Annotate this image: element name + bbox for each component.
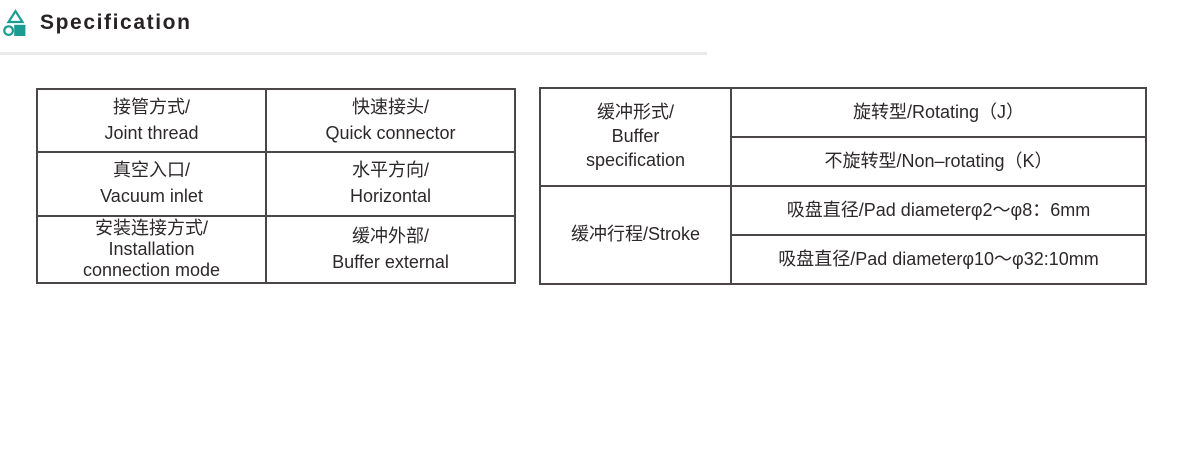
param-en: specification	[585, 149, 686, 170]
shapes-icon	[3, 9, 27, 37]
spec-cell-param: 缓冲形式/ Buffer specification	[539, 87, 732, 187]
section-header: Specification	[3, 9, 192, 37]
spec-cell-value: 旋转型/Rotating（J）	[730, 87, 1147, 138]
section-title: Specification	[40, 11, 192, 34]
value-en: Horizontal	[349, 186, 432, 206]
spec-table-left: 接管方式/ Joint thread 快速接头/ Quick connector…	[36, 88, 516, 284]
spec-table-right: 缓冲形式/ Buffer specification 旋转型/Rotating（…	[539, 87, 1147, 285]
param-en: Vacuum inlet	[100, 186, 203, 206]
table-row: 缓冲形式/ Buffer specification 旋转型/Rotating（…	[539, 87, 1147, 187]
param-zh: 安装连接方式/	[94, 218, 208, 239]
param-en: connection mode	[82, 259, 221, 280]
spec-cell-value: 吸盘直径/Pad diameterφ2～φ8：6mm	[730, 185, 1147, 236]
table-row: 安装连接方式/ Installation connection mode 缓冲外…	[36, 215, 516, 284]
param-en: Joint thread	[104, 122, 199, 143]
param-zh: 接管方式/	[112, 96, 190, 117]
value-zh: 缓冲外部/	[351, 225, 429, 246]
value-zh: 水平方向/	[351, 160, 429, 181]
spec-cell-param: 接管方式/ Joint thread	[36, 88, 267, 153]
spec-cell-param: 缓冲行程/Stroke	[539, 185, 732, 285]
value-zh: 快速接头/	[351, 96, 429, 117]
param-bilingual: 缓冲行程/Stroke	[570, 224, 701, 245]
value-en: Buffer external	[332, 251, 449, 272]
spec-cell-param: 安装连接方式/ Installation connection mode	[36, 215, 267, 284]
value-en: Quick connector	[325, 122, 456, 143]
spec-cell-value: 吸盘直径/Pad diameterφ10～φ32:10mm	[730, 234, 1147, 285]
spec-cell-value: 水平方向/ Horizontal	[265, 151, 516, 217]
table-row: 真空入口/ Vacuum inlet 水平方向/ Horizontal	[36, 151, 516, 217]
param-en: Buffer	[611, 126, 660, 147]
table-row: 缓冲行程/Stroke 吸盘直径/Pad diameterφ2～φ8：6mm	[539, 185, 1147, 285]
spec-cell-value: 快速接头/ Quick connector	[265, 88, 516, 153]
header-divider	[0, 52, 707, 55]
table-row: 接管方式/ Joint thread 快速接头/ Quick connector	[36, 88, 516, 153]
table-row: 吸盘直径/Pad diameterφ10～φ32:10mm	[540, 234, 1147, 285]
spec-cell-param: 真空入口/ Vacuum inlet	[36, 151, 267, 217]
spec-cell-value: 不旋转型/Non–rotating（K）	[730, 136, 1147, 187]
table-row: 不旋转型/Non–rotating（K）	[540, 136, 1147, 187]
param-en: Installation	[108, 239, 195, 260]
param-zh: 真空入口/	[112, 160, 190, 181]
spec-cell-value: 缓冲外部/ Buffer external	[265, 215, 516, 284]
param-zh: 缓冲形式/	[596, 102, 674, 123]
